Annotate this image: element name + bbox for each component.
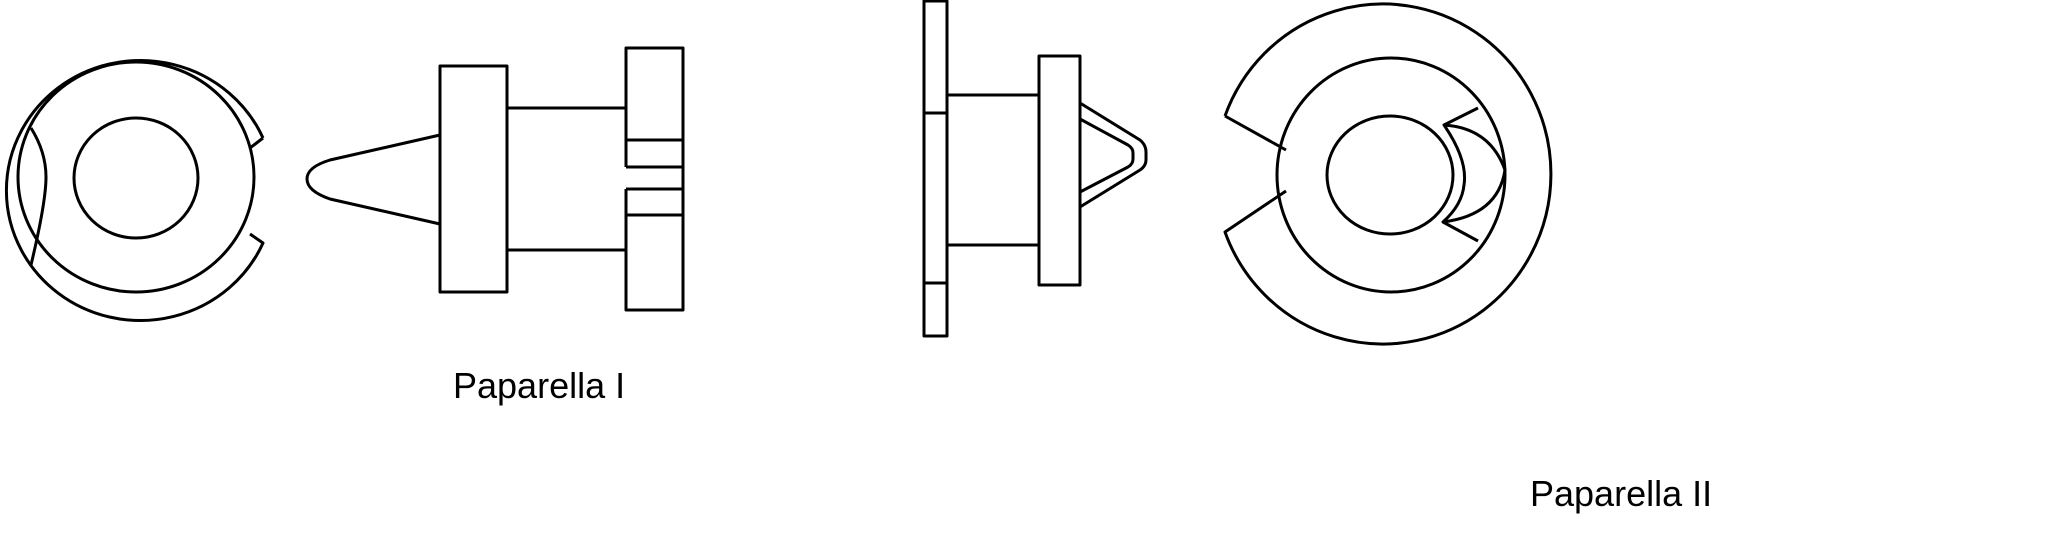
- paparella-2-front-view: [1223, 2, 1553, 346]
- medial-flange: [1037, 54, 1082, 287]
- medial-flange: [438, 64, 509, 294]
- lateral-flange: [624, 46, 685, 312]
- flange-divisions: [924, 111, 947, 285]
- shaft: [947, 93, 1039, 247]
- inner-flange-ring: [1275, 56, 1507, 294]
- inner-flange-ring: [16, 60, 256, 294]
- paparella-1-front-view: [4, 59, 265, 322]
- tab-detail: [1441, 106, 1507, 243]
- lateral-flange: [922, 0, 949, 338]
- lumen-hole: [1325, 114, 1455, 236]
- paparella-2-side-view: [922, 0, 1148, 338]
- tapered-tip: [305, 133, 441, 226]
- outer-flange-ring: [1223, 2, 1553, 346]
- tab-chord: [29, 127, 48, 266]
- barb-outer: [1079, 101, 1148, 209]
- paparella-1-side-view: [305, 46, 685, 312]
- paparella-2-label: Paparella II: [1530, 473, 1713, 514]
- shaft: [507, 106, 626, 252]
- barb-inner: [1079, 117, 1135, 194]
- outer-flange-ring: [4, 59, 265, 322]
- paparella-1-label: Paparella I: [453, 365, 626, 406]
- lumen-hole: [72, 116, 200, 240]
